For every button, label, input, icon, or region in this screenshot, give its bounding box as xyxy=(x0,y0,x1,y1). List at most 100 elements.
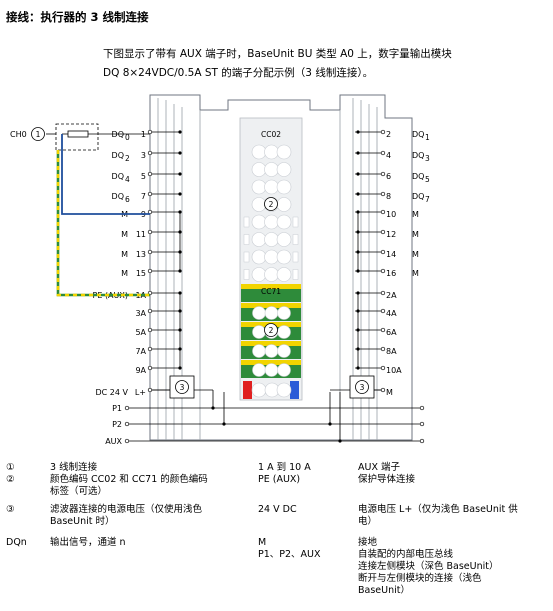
left-terminal-number: 1 xyxy=(141,130,146,139)
legend-desc: 接地 自装配的内部电压总线 连接左侧模块（深色 BaseUnit） 断开与左侧模… xyxy=(358,537,499,596)
svg-text:2: 2 xyxy=(269,326,274,335)
right-terminal-number: 4A xyxy=(386,309,397,318)
cc71-cell xyxy=(252,325,266,339)
filter-left: 3 xyxy=(169,375,195,399)
right-terminal-point xyxy=(380,290,386,296)
cc02-cell xyxy=(264,267,279,282)
left-channel-label: M xyxy=(121,230,128,239)
right-terminal-number: 10A xyxy=(386,366,402,375)
legend-text: 3 线制连接 xyxy=(50,462,98,473)
cc71-cell xyxy=(277,363,291,377)
intro-line-1: 下图显示了带有 AUX 端子时，BaseUnit BU 类型 A0 上，数字量输… xyxy=(103,48,452,60)
cc02-cell xyxy=(276,197,292,212)
left-terminal-point xyxy=(147,327,153,333)
left-terminal-number: 3 xyxy=(141,151,146,160)
legend-sym: DQn xyxy=(6,537,27,548)
cc02-cell xyxy=(276,179,292,195)
cc71-cell xyxy=(252,363,266,377)
cc02-cell xyxy=(264,144,279,160)
cc71-cell xyxy=(264,344,279,358)
right-terminal-number: 12 xyxy=(386,230,396,239)
legend-sym: ② xyxy=(6,474,15,485)
cc71-color-code-area xyxy=(241,284,301,378)
right-terminal-point xyxy=(380,171,386,177)
cc71-cell xyxy=(277,344,291,358)
cc02-cell xyxy=(276,267,292,282)
cc02-color-code-area xyxy=(243,144,299,282)
actuator-resistor xyxy=(67,130,89,138)
left-terminal-point xyxy=(147,387,153,393)
svg-text:3: 3 xyxy=(180,383,185,392)
right-terminal-number: 6A xyxy=(386,328,397,337)
right-terminal-point xyxy=(380,365,386,371)
right-channel-subscript: 1 xyxy=(425,133,430,142)
cc02-cell xyxy=(264,249,279,265)
left-terminal-number: 7A xyxy=(135,347,146,356)
right-terminal-point xyxy=(380,387,386,393)
cc71-cell xyxy=(277,306,291,320)
legend-key: 1 A 到 10 A xyxy=(258,462,311,473)
cc02-cell xyxy=(251,249,267,265)
svg-text:3: 3 xyxy=(360,383,365,392)
left-channel-label: DQ xyxy=(112,151,124,160)
legend-desc: 电源电压 L+（仅为浅色 BaseUnit 供 电） xyxy=(358,504,518,527)
cc02-cell xyxy=(251,197,267,212)
right-terminal-number: 2 xyxy=(386,130,391,139)
left-terminal-number: 9A xyxy=(135,366,146,375)
left-terminal-number: 15 xyxy=(136,269,146,278)
left-channel-subscript: 2 xyxy=(125,154,130,163)
intro-paragraph: 下图显示了带有 AUX 端子时，BaseUnit BU 类型 A0 上，数字量输… xyxy=(103,45,523,83)
right-terminal-number: 2A xyxy=(386,291,397,300)
right-channel-label: M xyxy=(412,210,419,219)
right-channel-label: DQ xyxy=(412,130,424,139)
right-channel-label: DQ xyxy=(412,172,424,181)
cc02-cell xyxy=(264,179,279,195)
cc71-cell xyxy=(252,344,266,358)
legend-text: 滤波器连接的电源电压（仅使用浅色 BaseUnit 时） xyxy=(50,504,203,527)
cc02-cell xyxy=(264,162,279,177)
right-channel-subscript: 3 xyxy=(425,154,430,163)
left-channel-label: DQ xyxy=(112,192,124,201)
cc71-yellow-band xyxy=(241,303,301,308)
left-channel-label: M xyxy=(121,250,128,259)
section-heading: 接线：执行器的 3 线制连接 xyxy=(6,10,149,24)
left-terminal-point xyxy=(147,150,153,156)
callout-2-top: 2 xyxy=(264,197,278,211)
blue-marker xyxy=(290,381,299,399)
right-terminal-point xyxy=(380,191,386,197)
pe-wire-yellow xyxy=(56,150,150,297)
left-terminal-number: 11 xyxy=(136,230,146,239)
actuator-box xyxy=(55,123,99,151)
filter-right: 3 xyxy=(349,375,375,399)
right-terminal-point xyxy=(380,229,386,235)
left-terminal-number: L+ xyxy=(135,388,146,397)
blue-wire xyxy=(61,134,150,215)
callout-2-bottom: 2 xyxy=(264,323,278,337)
right-terminal-number: 14 xyxy=(386,250,396,259)
left-terminal-point xyxy=(147,365,153,371)
cc71-cell xyxy=(264,306,279,320)
legend-desc: AUX 端子 xyxy=(358,462,400,473)
bus-label: P2 xyxy=(112,420,122,429)
right-channel-label: M xyxy=(412,269,419,278)
cc02-cell xyxy=(251,232,267,247)
cc02-cell xyxy=(276,214,292,230)
cc71-yellow-band xyxy=(241,341,301,346)
left-terminal-point xyxy=(147,249,153,255)
left-terminal-point xyxy=(147,308,153,314)
left-terminal-number: 5A xyxy=(135,328,146,337)
cc71-green-band xyxy=(241,289,301,302)
legend-sym: ① xyxy=(6,462,15,473)
cc71-cell xyxy=(277,325,291,339)
cc02-cell xyxy=(251,162,267,177)
right-channel-label: DQ xyxy=(412,151,424,160)
left-terminal-number: 5 xyxy=(141,172,146,181)
left-terminal-number: 7 xyxy=(141,192,146,201)
right-terminal-number: 10 xyxy=(386,210,396,219)
left-channel-subscript: 0 xyxy=(125,133,130,142)
left-terminal-number: 3A xyxy=(135,309,146,318)
left-terminal-point xyxy=(147,191,153,197)
left-terminal-point xyxy=(147,229,153,235)
